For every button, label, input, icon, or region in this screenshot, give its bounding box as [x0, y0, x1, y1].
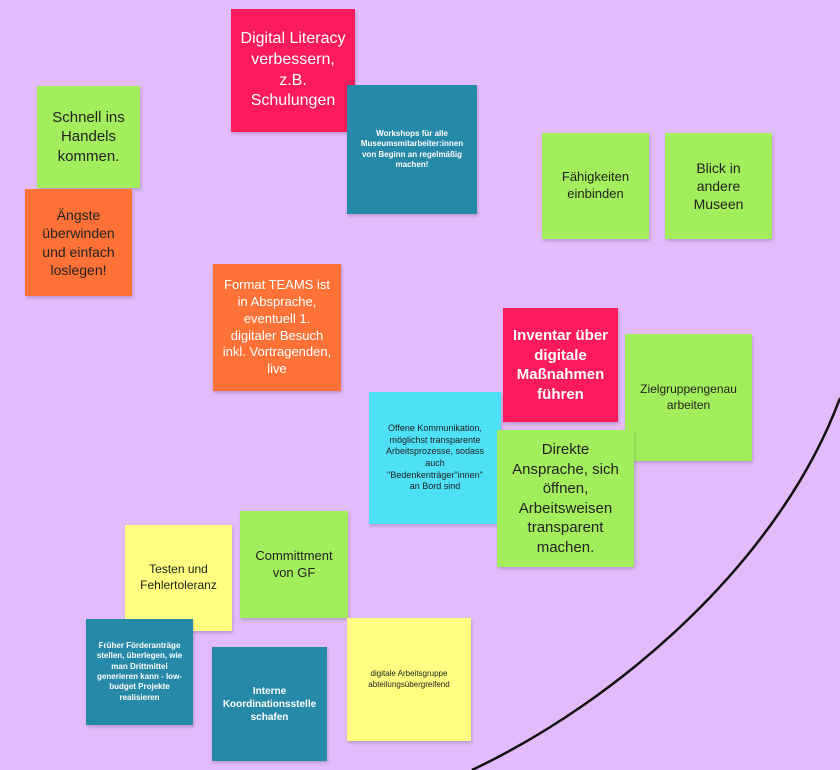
- sticky-note-text: Inventar über digitale Maßnahmen führen: [512, 327, 609, 403]
- sticky-note-text: Testen und Fehlertoleranz: [140, 562, 217, 592]
- sticky-note-arbeitsgruppe[interactable]: digitale Arbeitsgruppe abteilungsübergre…: [347, 618, 471, 741]
- sticky-note-text: Früher Förderanträge stellen, überlegen,…: [96, 640, 183, 702]
- sticky-note-text: Direkte Ansprache, sich öffnen, Arbeitsw…: [512, 441, 619, 556]
- sticky-note-inventar[interactable]: Inventar über digitale Maßnahmen führen: [503, 308, 618, 422]
- sticky-note-text: Workshops für alle Museumsmitarbeiter:in…: [360, 128, 464, 169]
- sticky-note-text: Offene Kommunikation, möglichst transpar…: [385, 422, 485, 492]
- sticky-note-format-teams[interactable]: Format TEAMS ist in Absprache, eventuell…: [213, 264, 341, 391]
- sticky-note-testen[interactable]: Testen und Fehlertoleranz: [125, 525, 232, 631]
- sticky-note-workshops[interactable]: Workshops für alle Museumsmitarbeiter:in…: [347, 85, 477, 214]
- sticky-note-text: Blick in andere Museen: [693, 159, 744, 213]
- sticky-note-zielgruppen[interactable]: Zielgruppengenau arbeiten: [625, 334, 752, 461]
- sticky-note-aengste[interactable]: Ängste überwinden und einfach loslegen!: [25, 189, 132, 296]
- sticky-note-committment[interactable]: Committment von GF: [240, 511, 348, 618]
- sticky-note-text: Format TEAMS ist in Absprache, eventuell…: [222, 276, 332, 377]
- sticky-note-faehigkeiten[interactable]: Fähigkeiten einbinden: [542, 133, 649, 239]
- sticky-note-foerderantraege[interactable]: Früher Förderanträge stellen, überlegen,…: [86, 619, 193, 725]
- sticky-note-direkte-ansprache[interactable]: Direkte Ansprache, sich öffnen, Arbeitsw…: [497, 430, 634, 567]
- sticky-note-koordinationsstelle[interactable]: Interne Koordinationsstelle schafen: [212, 647, 327, 761]
- sticky-note-text: Committment von GF: [255, 547, 333, 580]
- sticky-note-text: Zielgruppengenau arbeiten: [640, 381, 737, 412]
- sticky-note-text: Schnell ins Handels kommen.: [52, 108, 125, 165]
- sticky-note-text: Ängste überwinden und einfach loslegen!: [42, 207, 115, 278]
- sticky-note-schnell-handel[interactable]: Schnell ins Handels kommen.: [37, 86, 140, 188]
- sticky-note-text: Digital Literacy verbessern, z.B. Schulu…: [240, 29, 346, 110]
- sticky-note-text: digitale Arbeitsgruppe abteilungsübergre…: [368, 669, 450, 689]
- sticky-note-text: Fähigkeiten einbinden: [561, 169, 630, 201]
- sticky-note-text: Interne Koordinationsstelle schafen: [222, 685, 317, 723]
- sticky-note-blick-museen[interactable]: Blick in andere Museen: [665, 133, 772, 239]
- sticky-note-offene-kommunikation[interactable]: Offene Kommunikation, möglichst transpar…: [369, 392, 501, 524]
- sticky-note-digital-literacy[interactable]: Digital Literacy verbessern, z.B. Schulu…: [231, 9, 355, 132]
